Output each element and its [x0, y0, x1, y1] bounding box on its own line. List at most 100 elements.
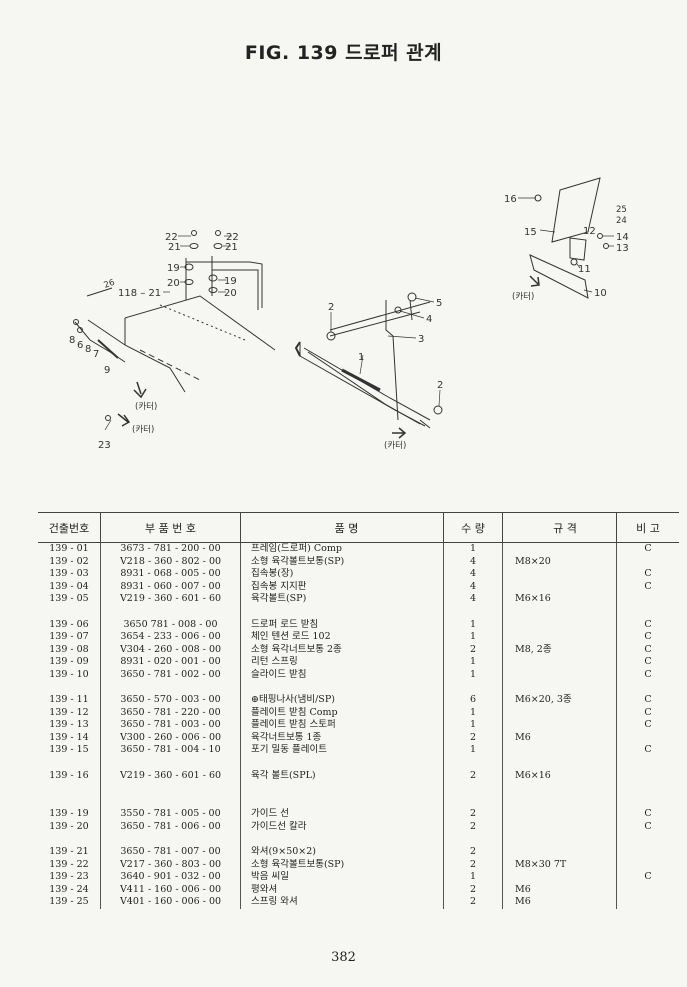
spacer-cell: [443, 681, 503, 694]
spacer-cell: [616, 782, 679, 808]
part-no-cell: V219 - 360 - 601 - 60: [100, 593, 241, 606]
spacer-cell: [616, 605, 679, 619]
item-no-cell: 139 - 04: [49, 580, 89, 592]
spacer-cell: [502, 782, 617, 808]
quantity-cell: 6: [443, 694, 503, 707]
spacer-row: [38, 605, 679, 619]
part-no-cell: 3650 - 570 - 003 - 00: [100, 694, 241, 707]
item-no-cell: 139 - 06: [49, 618, 89, 630]
label-9: 9: [104, 365, 110, 376]
label-10: 10: [594, 288, 607, 299]
spec-cell: [502, 808, 617, 821]
part-name-cell: 집속봉(장): [240, 568, 444, 581]
item-no-cell: 139 - 21: [49, 846, 89, 857]
remarks-cell: C: [616, 694, 679, 707]
spec-cell: [502, 744, 617, 757]
spec-cell: [502, 820, 617, 833]
part-no-cell: 3650 - 781 - 006 - 00: [100, 820, 241, 833]
leader-lines: [104, 197, 614, 431]
page-number: 382: [331, 950, 356, 965]
item-no-cell: 139 - 13: [49, 719, 89, 730]
spacer-cell: [100, 681, 241, 694]
part-no-cell: 8931 - 068 - 005 - 00: [100, 568, 241, 581]
quantity-cell: 2: [443, 883, 503, 896]
spec-cell: [502, 631, 617, 644]
table-header-row: 건출번호 부 품 번 호 품 명 수 량 규 격 비 고: [38, 512, 679, 543]
right-stopper-assembly: [529, 177, 609, 299]
cutter-label-1: (카터): [135, 402, 157, 412]
quantity-cell: 1: [443, 631, 503, 644]
spacer-row: [38, 756, 679, 770]
spec-cell: M6: [502, 896, 617, 909]
part-name-cell: 육각 볼트(SPL): [240, 769, 444, 782]
remarks-cell: [616, 846, 679, 859]
part-no-cell: 8931 - 020 - 001 - 00: [100, 656, 241, 669]
cutter-label-3: (카터): [384, 441, 406, 451]
spec-cell: [502, 618, 617, 631]
spacer-cell: [38, 681, 101, 694]
item-no-cell: 139 - 23: [49, 871, 89, 882]
spec-cell: [502, 656, 617, 669]
spacer-cell: [502, 681, 617, 694]
spec-cell: [502, 568, 617, 581]
quantity-cell: 2: [443, 769, 503, 782]
part-no-cell: 3650 - 781 - 003 - 00: [100, 719, 241, 732]
header-remarks: 비 고: [616, 512, 679, 543]
part-no-cell: 3650 781 - 008 - 00: [100, 618, 241, 631]
item-no-cell: 139 - 19: [49, 808, 89, 819]
spacer-cell: [240, 756, 444, 770]
cutter-label-2: (카터): [132, 425, 154, 435]
label-8a: 8: [69, 335, 75, 346]
quantity-cell: 1: [443, 871, 503, 884]
spacer-cell: [443, 756, 503, 770]
quantity-cell: 4: [443, 568, 503, 581]
quantity-cell: 4: [443, 593, 503, 606]
spacer-cell: [502, 756, 617, 770]
part-no-cell: 8931 - 060 - 007 - 00: [100, 580, 241, 593]
spacer-cell: [616, 833, 679, 846]
spec-cell: M6×16: [502, 593, 617, 606]
remarks-cell: C: [616, 643, 679, 656]
label-1: 1: [358, 352, 364, 363]
remarks-cell: C: [616, 668, 679, 681]
part-name-cell: 플레이트 받침 스토퍼: [240, 719, 444, 732]
part-name-cell: 육각너트보통 1종: [240, 731, 444, 744]
part-name-cell: 소형 육각너트보통 2종: [240, 643, 444, 656]
item-no-cell: 139 - 16: [49, 769, 89, 781]
part-no-cell: 3650 - 781 - 002 - 00: [100, 668, 241, 681]
part-no-cell: V218 - 360 - 802 - 00: [100, 555, 241, 568]
label-8b: 8: [85, 344, 91, 355]
part-name-cell: 소형 육각볼트보통(SP): [240, 858, 444, 871]
left-frame-assembly: [73, 230, 276, 421]
part-no-cell: 3640 - 901 - 032 - 00: [100, 871, 241, 884]
spec-cell: [502, 668, 617, 681]
quantity-cell: 2: [443, 820, 503, 833]
label-15: 15: [524, 227, 537, 238]
spacer-cell: [38, 606, 101, 619]
remarks-cell: C: [616, 871, 679, 884]
remarks-cell: C: [616, 618, 679, 631]
spec-cell: M8, 2종: [502, 643, 617, 656]
label-13: 13: [616, 243, 629, 254]
spacer-cell: [502, 605, 617, 619]
spacer-cell: [443, 605, 503, 619]
label-25: 25: [616, 205, 627, 215]
item-no-cell: 139 - 07: [49, 631, 89, 642]
label-21a: 21: [168, 242, 181, 253]
spacer-cell: [616, 681, 679, 694]
part-name-cell: 소형 육각볼트보통(SP): [240, 555, 444, 568]
